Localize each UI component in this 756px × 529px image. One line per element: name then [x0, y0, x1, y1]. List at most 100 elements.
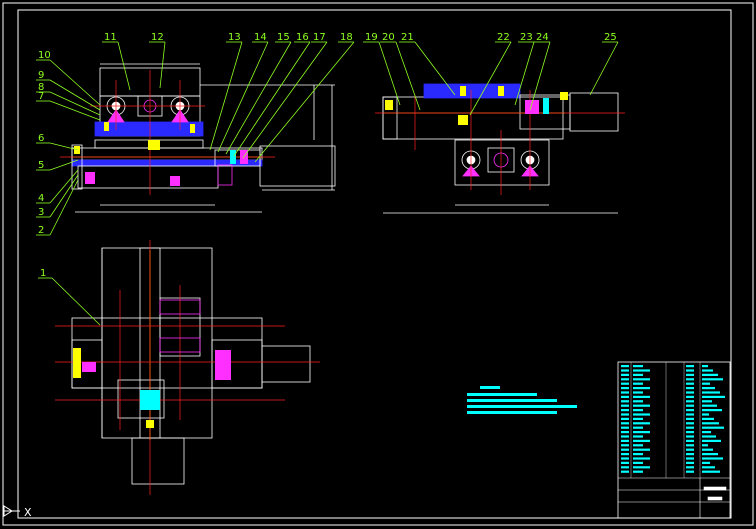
balloon-23: 23 [520, 32, 533, 43]
parts-list-name [633, 400, 643, 403]
parts-list-name [633, 470, 643, 473]
leader-line [395, 41, 421, 111]
front-view[interactable] [71, 63, 336, 213]
balloon-14: 14 [254, 32, 267, 43]
parts-list-remark [702, 365, 708, 368]
parts-list-index [621, 413, 629, 416]
parts-list-remark [702, 435, 716, 438]
parts-list-remark [702, 461, 710, 464]
leader-line [514, 41, 535, 106]
balloon-11: 11 [104, 32, 117, 43]
balloon-22: 22 [497, 32, 510, 43]
parts-list-material [686, 373, 694, 376]
leader-line [589, 41, 619, 96]
leader-line [529, 41, 551, 111]
leader-line [254, 41, 355, 163]
parts-list-name [633, 373, 643, 376]
plan-view-details [73, 299, 231, 428]
parts-list-name [633, 453, 643, 456]
parts-list-name [633, 439, 650, 442]
plan-view-centerlines [55, 240, 320, 495]
parts-list-index [621, 369, 629, 372]
parts-list-material [686, 369, 694, 372]
parts-list-remark [702, 369, 713, 372]
parts-list-remark [702, 417, 714, 420]
parts-list-material [686, 439, 694, 442]
parts-list-index [621, 466, 629, 469]
parts-list-material [686, 453, 694, 456]
ucs-icon: X [3, 505, 32, 519]
title-block [618, 477, 730, 518]
parts-list-name [633, 431, 650, 434]
plan-view[interactable] [71, 247, 311, 485]
front-view-centerlines [60, 70, 275, 195]
balloon-24: 24 [536, 32, 549, 43]
parts-list-name [633, 369, 650, 372]
parts-list-remark [702, 422, 719, 425]
parts-list-material [686, 435, 694, 438]
leader-line [159, 41, 166, 89]
parts-list-index [621, 395, 629, 398]
leader-line [209, 41, 243, 151]
parts-list-index [621, 431, 629, 434]
balloon-17: 17 [313, 32, 326, 43]
leader-line [49, 174, 79, 218]
balloon-25: 25 [604, 32, 617, 43]
parts-list-index [621, 457, 629, 460]
parts-list-material [686, 448, 694, 451]
balloon-2: 2 [38, 225, 44, 236]
leader-line [49, 159, 79, 171]
parts-list-material [686, 466, 694, 469]
parts-list-material [686, 457, 694, 460]
parts-list-name [633, 409, 643, 412]
balloon-19: 19 [365, 32, 378, 43]
parts-list-index [621, 404, 629, 407]
parts-list-name [633, 378, 650, 381]
balloon-15: 15 [277, 32, 290, 43]
parts-list-material [686, 409, 694, 412]
parts-list-name [633, 457, 650, 460]
parts-list-material [686, 400, 694, 403]
parts-list-index [621, 391, 629, 394]
parts-list[interactable] [617, 361, 731, 519]
technical-notes [467, 386, 577, 414]
ucs-x-label: X [24, 506, 32, 519]
leader-lines [36, 41, 619, 326]
parts-list-material [686, 470, 694, 473]
balloon-20: 20 [382, 32, 395, 43]
parts-list-index [621, 461, 629, 464]
side-view[interactable] [382, 83, 619, 214]
parts-list-remark [702, 395, 725, 398]
parts-list-name [633, 365, 643, 368]
parts-list-name [633, 387, 650, 390]
parts-list-remark [702, 400, 712, 403]
balloon-7: 7 [38, 91, 44, 102]
parts-list-material [686, 387, 694, 390]
parts-list-remark [702, 413, 709, 416]
parts-list-remark [702, 404, 717, 407]
parts-list-index [621, 382, 629, 385]
leader-line [117, 41, 131, 91]
parts-list-name [633, 444, 643, 447]
parts-list-material [686, 431, 694, 434]
parts-list-material [686, 378, 694, 381]
parts-list-remark [702, 409, 722, 412]
parts-list-index [621, 470, 629, 473]
parts-list-material [686, 422, 694, 425]
parts-list-remark [702, 448, 713, 451]
balloon-13: 13 [228, 32, 241, 43]
parts-list-index [621, 444, 629, 447]
parts-list-name [633, 448, 650, 451]
leader-line [49, 100, 101, 121]
parts-list-index [621, 453, 629, 456]
parts-list-remark [702, 373, 718, 376]
parts-list-remark [702, 387, 715, 390]
balloon-8: 8 [38, 82, 44, 93]
parts-list-name [633, 435, 643, 438]
parts-list-material [686, 395, 694, 398]
parts-list-name [633, 422, 650, 425]
leader-line [242, 41, 328, 159]
parts-list-material [686, 444, 694, 447]
balloon-16: 16 [296, 32, 309, 43]
